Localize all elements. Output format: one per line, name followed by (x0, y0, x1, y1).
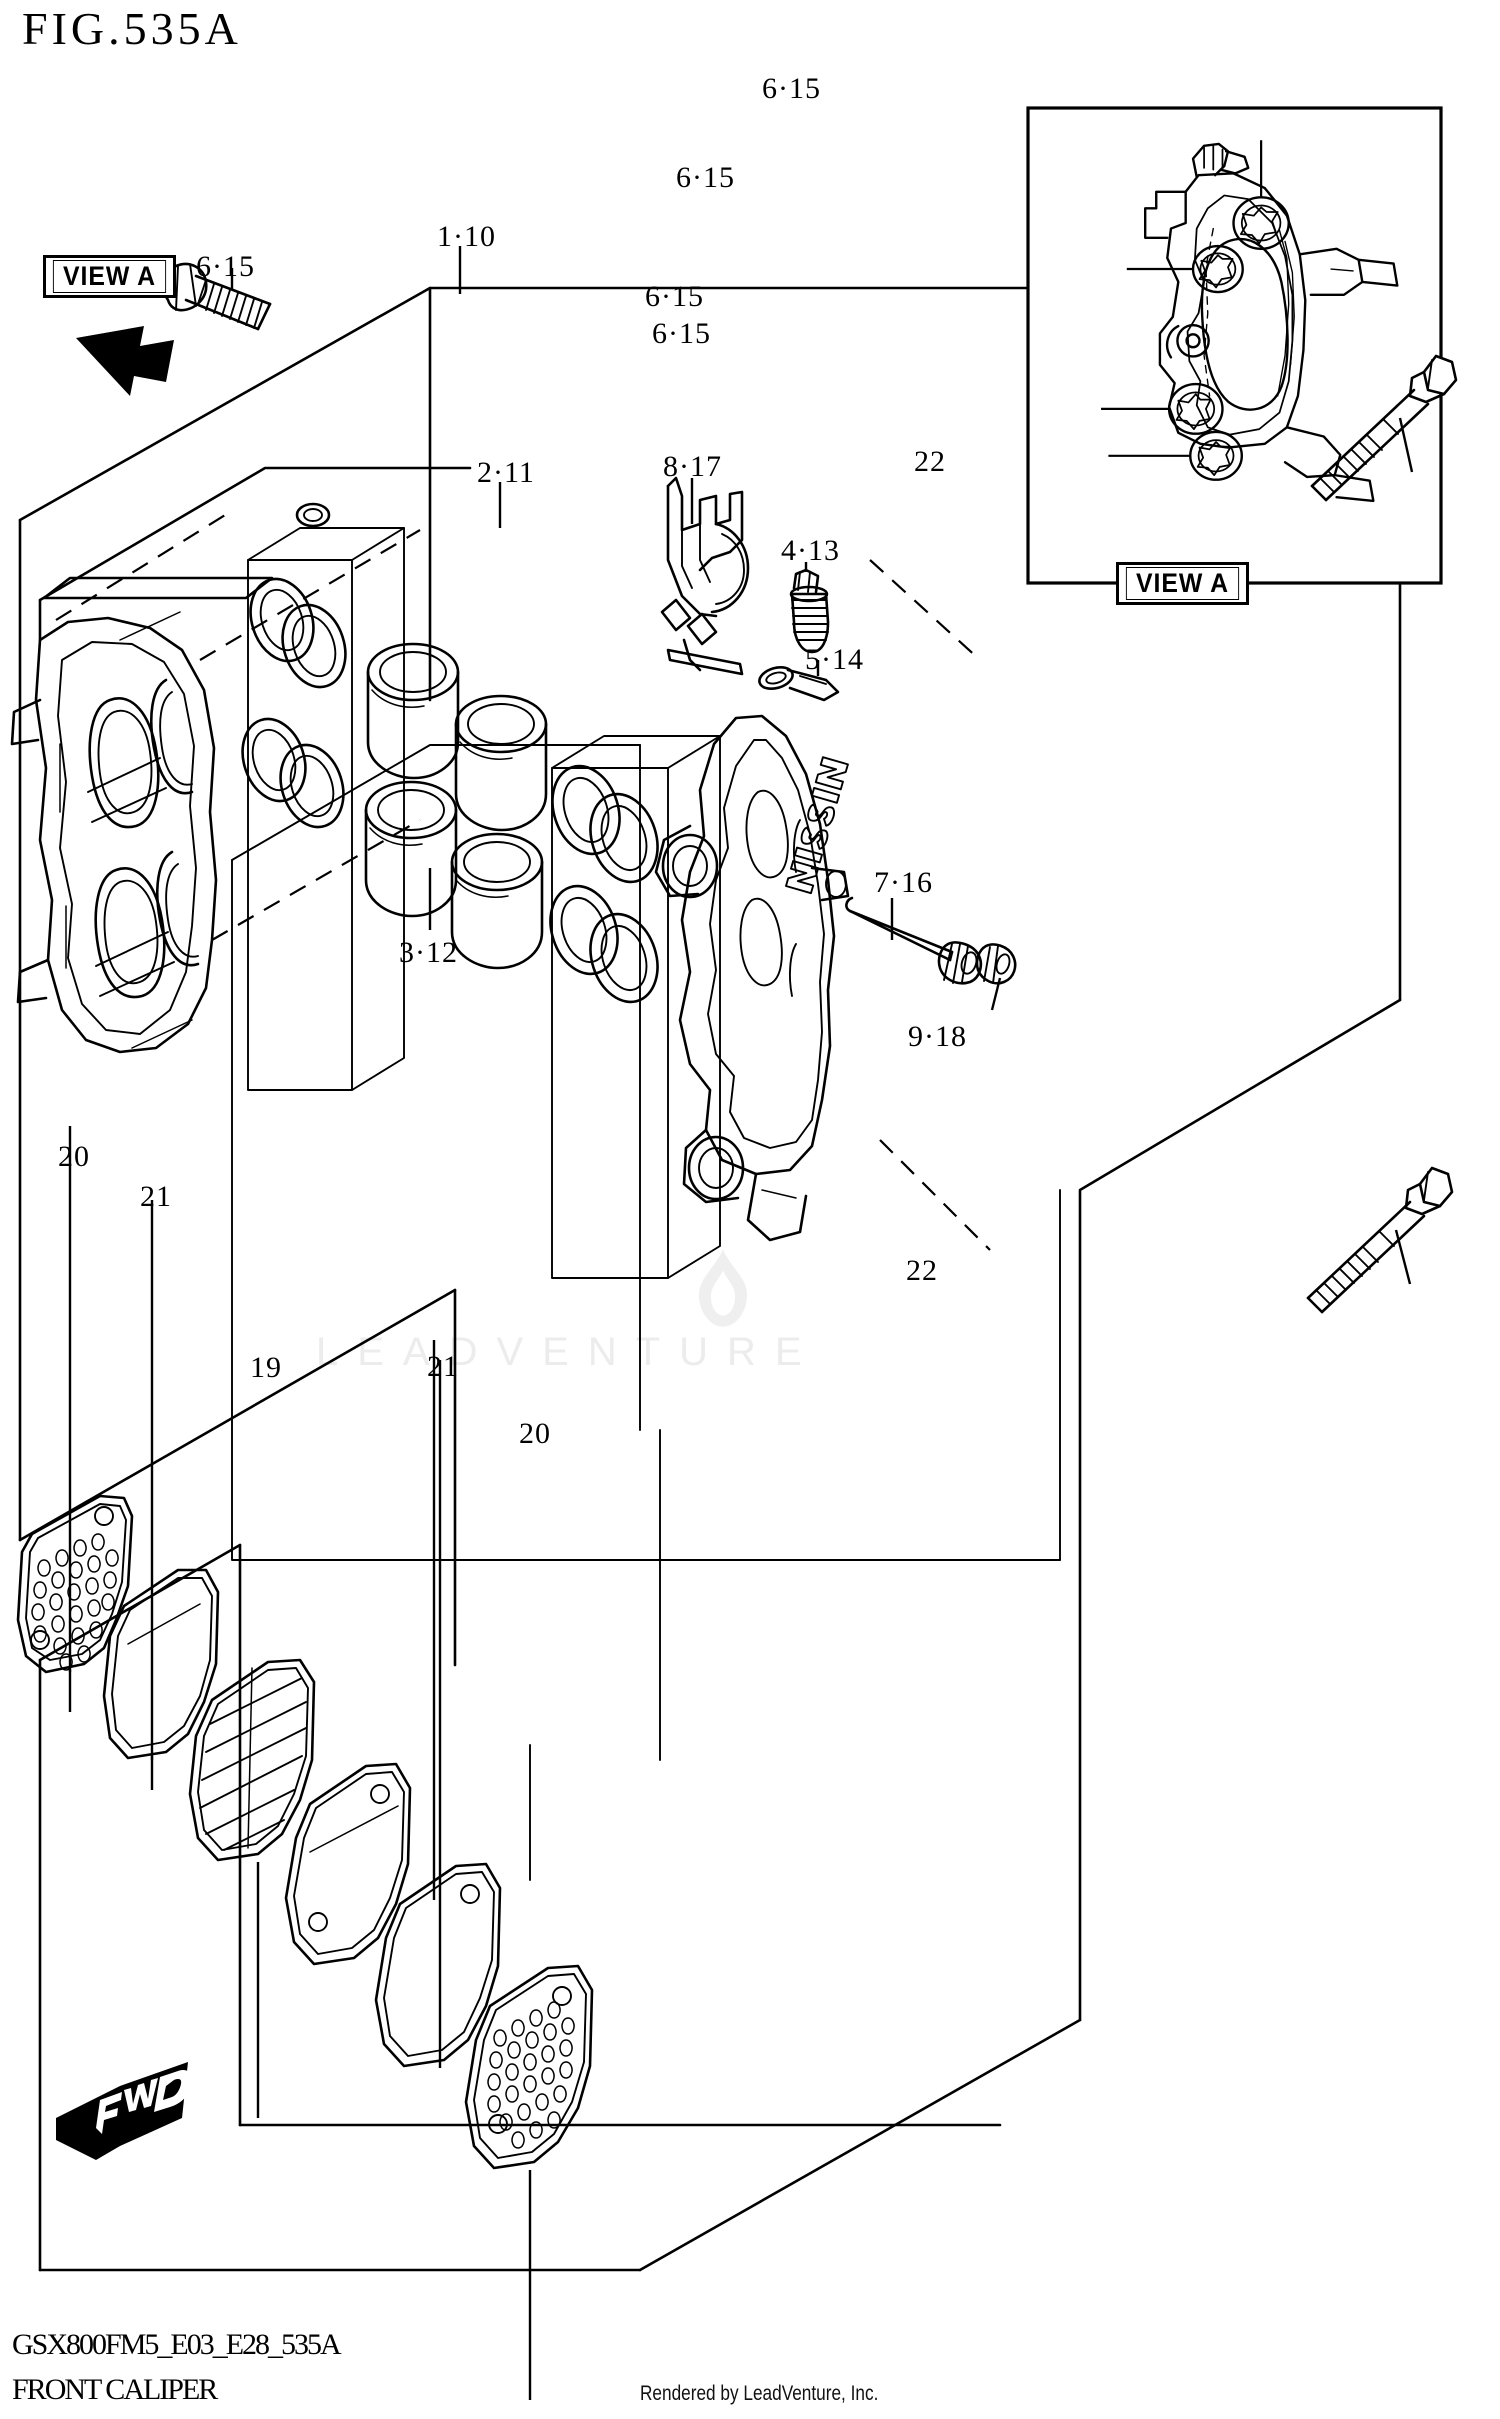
caliper-body-left-half (10, 511, 421, 1054)
pad-shim-20-lower (464, 1964, 594, 2400)
figure-title: FIG.535A (22, 3, 242, 54)
seal-rings-left (241, 577, 347, 829)
caliper-top-plate (42, 576, 274, 600)
leader-9-18 (990, 977, 1002, 1011)
callout-20-lower: 20 (519, 1417, 551, 1450)
watermark-flame-icon (698, 1249, 748, 1327)
pad-spring (660, 476, 750, 676)
callout-1-10: 1·10 (437, 220, 496, 253)
seal-and-piston-group (241, 482, 721, 1279)
inset-callout-6-15-lower-left: 6·15 (645, 280, 704, 313)
callout-22-top: 22 (914, 445, 946, 478)
footer-section-name: FRONT CALIPER (12, 2373, 218, 2406)
watermark-text: LEADVENTURE (316, 1330, 821, 1374)
layout-frame-lines (18, 286, 1402, 2272)
footer-model-code: GSX800FM5_E03_E28_535A (12, 2328, 342, 2361)
callout-9-18: 9·18 (908, 1020, 967, 1053)
callout-19: 19 (250, 1351, 282, 1384)
callout-6-15-main: 6·15 (196, 250, 255, 283)
bleeder-screw (789, 562, 830, 654)
callout-4-13: 4·13 (781, 534, 840, 567)
inset-callout-6-15-bottom: 6·15 (652, 317, 711, 350)
pad-shim-20-upper (16, 1494, 134, 1712)
pad-pin (845, 896, 983, 985)
callout-2-11: 2·11 (477, 456, 535, 489)
bolt-22-bottom (1306, 1166, 1454, 1314)
pad-shim-21-lower (284, 1340, 436, 1966)
inset-bolt-4 (1189, 430, 1243, 481)
callout-20-upper: 20 (58, 1140, 90, 1173)
pad-shim-21-upper (102, 1568, 220, 1790)
callout-5-14: 5·14 (805, 643, 864, 676)
bolt-22-top (1310, 354, 1458, 502)
inner-frame-lines (38, 466, 1061, 1881)
inset-bolt-2 (1191, 244, 1244, 294)
brake-pad-21-mid (374, 1360, 502, 2068)
caliper-body-right-half (654, 559, 991, 1251)
inset-caliper-drawing (1101, 140, 1399, 503)
inset-view-a-box (1026, 106, 1443, 585)
seal-rings-right (549, 764, 659, 1004)
inset-callout-6-15-top: 6·15 (762, 72, 821, 105)
bleeder-cap (758, 660, 840, 702)
view-a-direction-arrow (76, 326, 174, 396)
brake-pad-19 (188, 1658, 316, 2118)
view-a-label-left-text: VIEW A (52, 260, 167, 294)
callout-3-12: 3·12 (399, 936, 458, 969)
inset-callout-6-15-left: 6·15 (676, 161, 735, 194)
fwd-arrow-marker (56, 2062, 192, 2160)
view-a-label-right: VIEW A (1116, 562, 1250, 606)
callout-8-17: 8·17 (663, 450, 722, 483)
callout-22-bottom: 22 (906, 1254, 938, 1287)
callout-21-upper: 21 (140, 1180, 172, 1213)
callout-7-16: 7·16 (874, 866, 933, 899)
view-a-label-right-text: VIEW A (1125, 567, 1240, 601)
nissin-logo (785, 756, 849, 895)
view-a-label-left: VIEW A (43, 255, 177, 299)
piston-cups (364, 642, 548, 970)
footer-credit: Rendered by LeadVenture, Inc. (640, 2382, 879, 2405)
callout-21-lower: 21 (427, 1350, 459, 1383)
pin-clip (975, 943, 1017, 1011)
